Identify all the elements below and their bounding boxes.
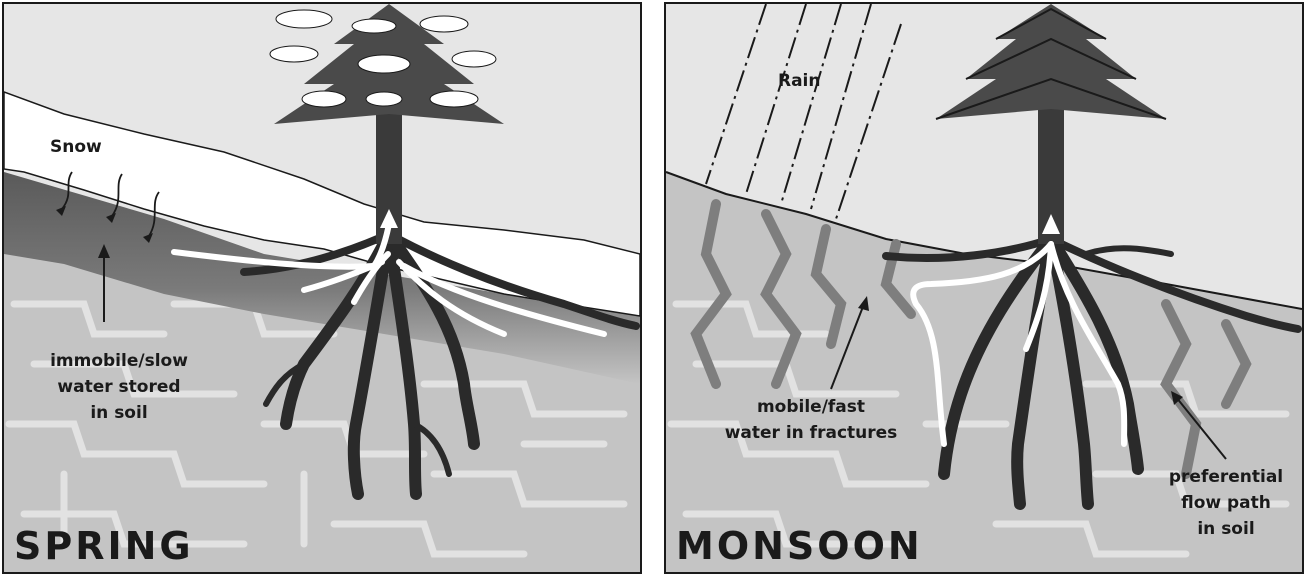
- storage-label-line-2: water stored: [34, 376, 204, 398]
- storage-label-line-1: immobile/slow: [34, 350, 204, 372]
- snow-label: Snow: [50, 136, 102, 158]
- flow-label-line-3: in soil: [1150, 518, 1302, 540]
- spring-illustration: [4, 4, 640, 572]
- fractures-label-line-1: mobile/fast: [706, 396, 916, 418]
- flow-label-line-2: flow path: [1150, 492, 1302, 514]
- flow-label-line-1: preferential: [1150, 466, 1302, 488]
- rain-label: Rain: [778, 70, 821, 92]
- monsoon-panel: Rain mobile/fast water in fractures pref…: [664, 2, 1304, 574]
- storage-label-line-3: in soil: [34, 402, 204, 424]
- season-title-monsoon: MONSOON: [676, 524, 923, 568]
- fractures-label-line-2: water in fractures: [706, 422, 916, 444]
- season-title-spring: SPRING: [14, 524, 194, 568]
- spring-panel: Snow immobile/slow water stored in soil …: [2, 2, 642, 574]
